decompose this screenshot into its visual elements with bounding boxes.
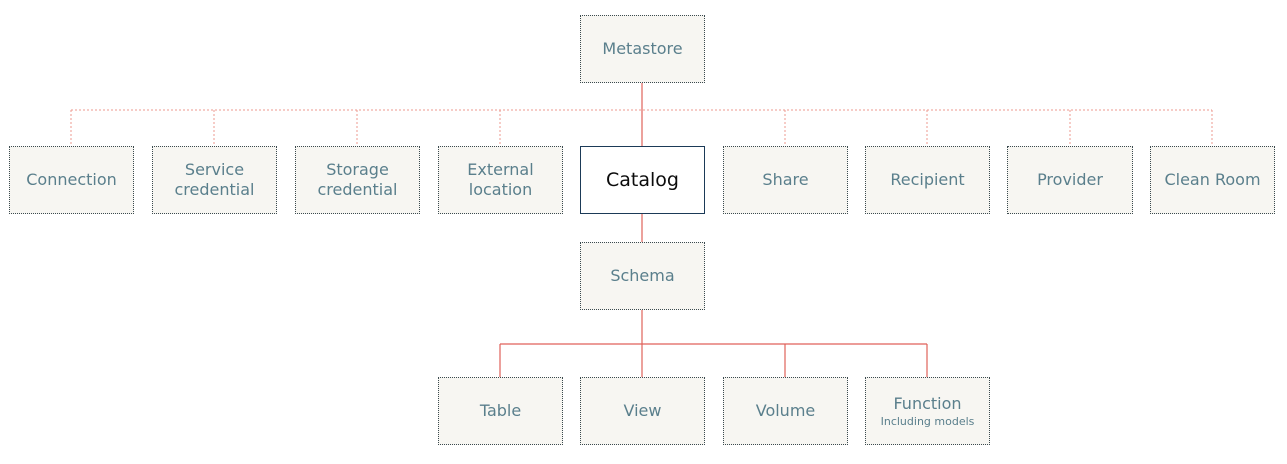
- schema-label: Schema: [610, 266, 675, 285]
- function-node: Function Including models: [865, 377, 990, 445]
- storage-credential-node: Storage credential: [295, 146, 420, 214]
- clean-room-label: Clean Room: [1164, 170, 1261, 189]
- table-label: Table: [479, 401, 522, 420]
- service-credential-label: Service credential: [174, 160, 255, 199]
- recipient-label: Recipient: [890, 170, 965, 189]
- connection-node: Connection: [9, 146, 134, 214]
- function-label: Function: [893, 393, 962, 413]
- metastore-label: Metastore: [602, 39, 683, 58]
- schema-node: Schema: [580, 242, 705, 310]
- provider-label: Provider: [1037, 170, 1103, 189]
- external-location-node: External location: [438, 146, 563, 214]
- external-location-label: External location: [467, 160, 534, 199]
- metastore-node: Metastore: [580, 15, 705, 83]
- view-node: View: [580, 377, 705, 445]
- share-node: Share: [723, 146, 848, 214]
- function-note: Including models: [880, 414, 975, 428]
- storage-credential-label: Storage credential: [317, 160, 398, 199]
- clean-room-node: Clean Room: [1150, 146, 1275, 214]
- volume-node: Volume: [723, 377, 848, 445]
- provider-node: Provider: [1007, 146, 1133, 214]
- share-label: Share: [762, 170, 809, 189]
- table-node: Table: [438, 377, 563, 445]
- view-label: View: [623, 401, 662, 420]
- volume-label: Volume: [755, 401, 816, 420]
- catalog-label: Catalog: [606, 169, 679, 191]
- recipient-node: Recipient: [865, 146, 990, 214]
- connection-label: Connection: [26, 170, 117, 189]
- catalog-node: Catalog: [580, 146, 705, 214]
- service-credential-node: Service credential: [152, 146, 277, 214]
